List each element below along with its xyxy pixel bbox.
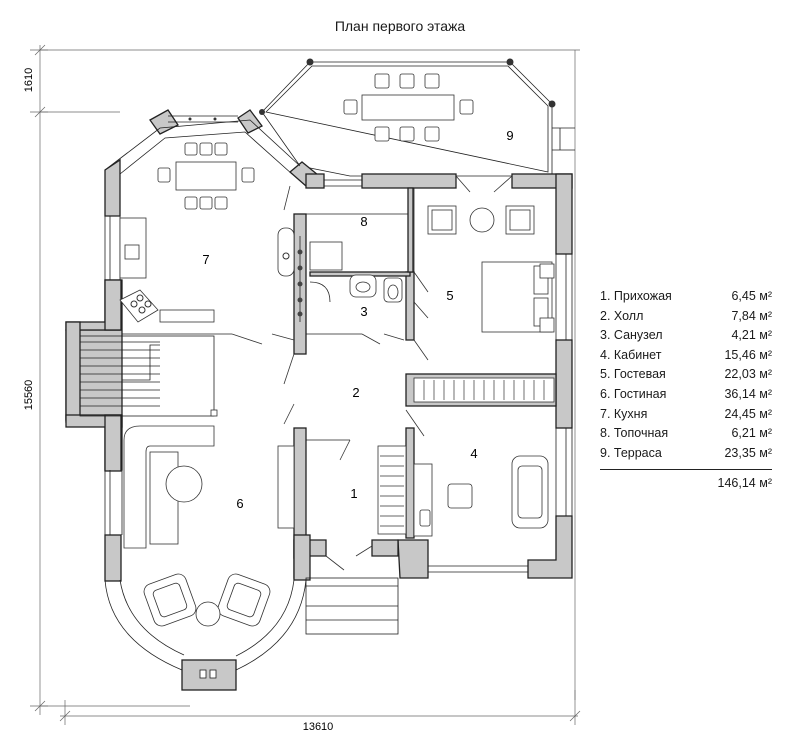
room-numbers: 1 2 3 4 5 6 7 8 9: [202, 128, 513, 511]
room-number-9: 9: [506, 128, 513, 143]
room-number-7: 7: [202, 252, 209, 267]
right-windows: [324, 179, 573, 573]
exterior-walls: [65, 109, 573, 691]
legend-room-area: 22,03 м²: [724, 367, 772, 382]
living-room-furniture: [123, 425, 295, 627]
kitchen-furniture: [119, 142, 295, 323]
plan-title: План первого этажа: [334, 18, 466, 34]
legend-row: 8. Топочная 6,21 м²: [600, 424, 772, 444]
guest-room-furniture: [427, 205, 555, 333]
living-bay-outline: [104, 470, 307, 671]
utility-fixtures: [297, 236, 403, 322]
staircase: [79, 335, 218, 417]
area-legend: 1. Прихожая 6,45 м² 2. Холл 7,84 м² 3. Сан…: [600, 287, 772, 490]
wardrobes: [377, 377, 555, 535]
room-number-1: 1: [350, 486, 357, 501]
entry-steps: [305, 577, 399, 635]
legend-room-area: 6,21 м²: [731, 426, 772, 441]
legend-row: 1. Прихожая 6,45 м²: [600, 287, 772, 307]
legend-row: 3. Санузел 4,21 м²: [600, 326, 772, 346]
legend-row: 2. Холл 7,84 м²: [600, 307, 772, 327]
dimension-lines: [30, 44, 581, 725]
room-number-3: 3: [360, 304, 367, 319]
legend-room-name: 4. Кабинет: [600, 347, 662, 362]
total-area: 146,14 м²: [717, 476, 772, 491]
legend-room-name: 5. Гостевая: [600, 367, 666, 382]
room-number-4: 4: [470, 446, 477, 461]
legend-room-area: 7,84 м²: [731, 308, 772, 323]
terrace: [259, 58, 575, 177]
terrace-chairs: [343, 73, 474, 142]
legend-room-name: 1. Прихожая: [600, 289, 672, 303]
legend-room-name: 2. Холл: [600, 308, 644, 323]
legend-room-area: 4,21 м²: [731, 328, 772, 343]
legend-row: 4. Кабинет 15,46 м²: [600, 346, 772, 366]
legend-row: 9. Терраса 23,35 м²: [600, 444, 772, 464]
legend-room-name: 8. Топочная: [600, 426, 669, 441]
height-dimension: 15560: [23, 380, 35, 411]
legend-room-name: 9. Терраса: [600, 445, 662, 460]
office-furniture: [413, 455, 549, 537]
legend-room-area: 36,14 м²: [724, 386, 772, 401]
legend-divider: [600, 469, 772, 471]
legend-room-name: 3. Санузел: [600, 328, 663, 343]
room-number-8: 8: [360, 214, 367, 229]
legend-room-name: 6. Гостиная: [600, 386, 667, 401]
terrace-dimension: 1610: [23, 68, 35, 92]
room-number-6: 6: [236, 496, 243, 511]
legend-row: 6. Гостиная 36,14 м²: [600, 385, 772, 405]
width-dimension: 13610: [303, 721, 334, 733]
room-number-5: 5: [446, 288, 453, 303]
legend-room-name: 7. Кухня: [600, 406, 648, 421]
room-number-2: 2: [352, 385, 359, 400]
legend-row: 5. Гостевая 22,03 м²: [600, 365, 772, 385]
legend-room-area: 6,45 м²: [731, 289, 772, 303]
legend-room-area: 15,46 м²: [724, 347, 772, 362]
legend-room-area: 23,35 м²: [724, 445, 772, 460]
doors: [231, 175, 513, 571]
legend-room-area: 24,45 м²: [724, 406, 772, 421]
legend-row: 7. Кухня 24,45 м²: [600, 405, 772, 425]
